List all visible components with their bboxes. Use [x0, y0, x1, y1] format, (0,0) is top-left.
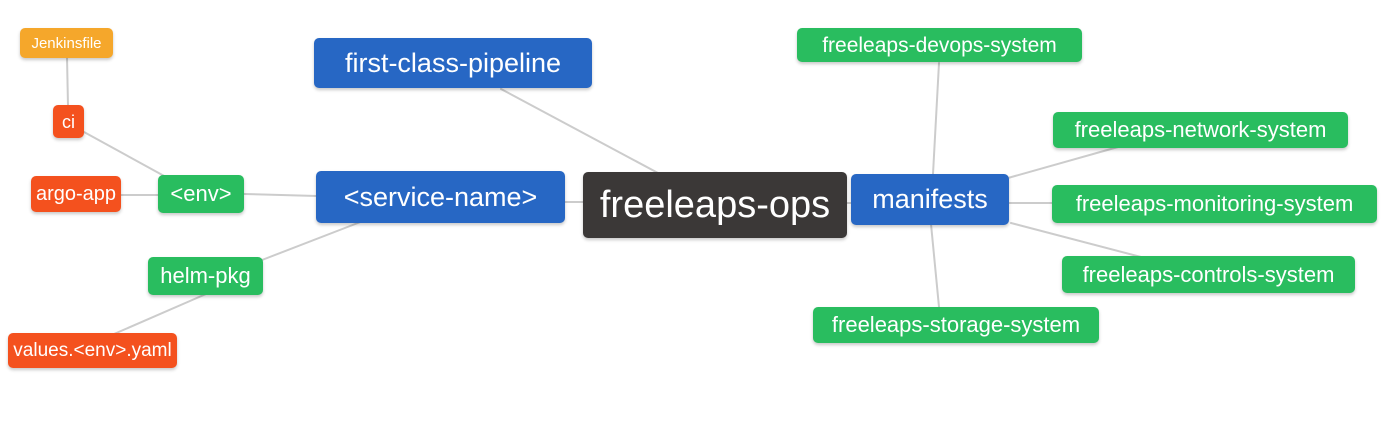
node-freeleaps-storage-system[interactable]: freeleaps-storage-system [813, 307, 1099, 343]
node-freeleaps-controls-system[interactable]: freeleaps-controls-system [1062, 256, 1355, 293]
node-first-class-pipeline[interactable]: first-class-pipeline [314, 38, 592, 88]
edge-env-to-service-name [243, 193, 318, 197]
edge-jenkinsfile-to-ci [66, 56, 69, 107]
node-freeleaps-monitoring-system[interactable]: freeleaps-monitoring-system [1052, 185, 1377, 223]
node-values-env-yaml[interactable]: values.<env>.yaml [8, 333, 177, 368]
node-manifests[interactable]: manifests [851, 174, 1009, 225]
edge-first-class-pipeline-to-freeleaps-ops [500, 88, 659, 174]
edge-ci-to-env [83, 131, 167, 178]
node-freeleaps-network-system[interactable]: freeleaps-network-system [1053, 112, 1348, 148]
node-jenkinsfile[interactable]: Jenkinsfile [20, 28, 113, 58]
edge-manifests-to-freeleaps-network-system [1007, 146, 1119, 179]
edge-helm-pkg-to-service-name [261, 220, 364, 261]
node-freeleaps-devops-system[interactable]: freeleaps-devops-system [797, 28, 1082, 62]
node-env[interactable]: <env> [158, 175, 244, 213]
node-ci[interactable]: ci [53, 105, 84, 138]
edge-values-env-yaml-to-helm-pkg [113, 293, 207, 335]
node-helm-pkg[interactable]: helm-pkg [148, 257, 263, 295]
edge-manifests-to-freeleaps-devops-system [932, 62, 940, 175]
node-service-name[interactable]: <service-name> [316, 171, 565, 223]
node-argo-app[interactable]: argo-app [31, 176, 121, 212]
edge-manifests-to-freeleaps-controls-system [1010, 222, 1142, 258]
node-freeleaps-ops[interactable]: freeleaps-ops [583, 172, 847, 238]
edge-manifests-to-freeleaps-storage-system [930, 223, 940, 308]
